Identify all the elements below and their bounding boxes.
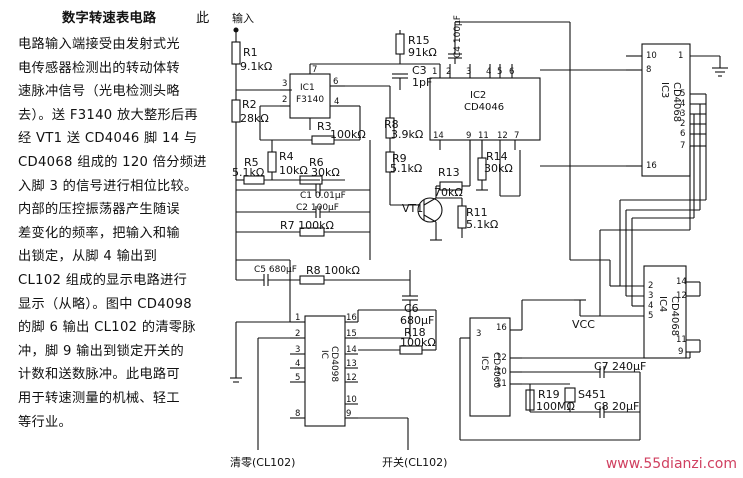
- icd-section: [230, 259, 437, 450]
- r7-resistor: [299, 227, 325, 237]
- description-line: 去）。送 F3140 放大整形后再: [18, 107, 198, 123]
- description-line: 的脚 6 输出 CL102 的清零脉: [18, 320, 196, 336]
- input-section: 输入: [231, 11, 400, 260]
- r5-resistor: [243, 175, 265, 185]
- ic5-box: [469, 317, 511, 417]
- ic1-box: [289, 73, 331, 119]
- r9-resistor: [385, 151, 395, 173]
- ic4-section: [570, 259, 701, 359]
- r1-resistor: [231, 41, 241, 65]
- description-line: 内部的压控振荡器产生随误: [18, 202, 180, 218]
- description-line: 显示（从略）。图中 CD4098: [18, 296, 193, 312]
- description-title: 数字转速表电路: [62, 11, 157, 26]
- vt1-transistor: [417, 197, 443, 223]
- description-line: 入脚 3 的信号进行相位比较。: [18, 178, 198, 194]
- ic2-box: [429, 77, 541, 141]
- r15-resistor: [395, 33, 405, 55]
- description-line: 等行业。: [18, 414, 72, 430]
- r2-resistor: [231, 99, 241, 123]
- description-line: 出锁定，从脚 4 输出到: [18, 249, 158, 265]
- input-label: 输入: [232, 11, 254, 25]
- r19-resistor: [525, 389, 535, 411]
- ic4-box: [643, 265, 687, 359]
- r11-resistor: [457, 205, 467, 229]
- ic3-box: [641, 43, 691, 177]
- description-line: 差变化的频率，把输入和输: [18, 225, 180, 241]
- r3-resistor: [311, 135, 335, 145]
- description-line: 计数和送数脉冲。此电路可: [18, 367, 180, 383]
- description-title-suffix: 此: [196, 11, 210, 26]
- description-panel: 数字转速表电路 此电路输入端接受由发射式光电传感器检测出的转动体转速脉冲信号（光电…: [0, 0, 226, 478]
- watermark: www.55dianzi.com: [605, 456, 737, 472]
- r8b-resistor: [385, 117, 395, 139]
- r8-resistor: [299, 275, 325, 285]
- icd-box: [304, 315, 346, 427]
- description-line: CL102 组成的显示电路进行: [18, 273, 188, 288]
- description-line: 电路输入端接受由发射式光: [18, 37, 180, 52]
- crystal: [564, 387, 576, 403]
- r13-resistor: [439, 181, 463, 191]
- description-line: 速脉冲信号（光电检测头略: [18, 84, 180, 100]
- description-line: 电传感器检测出的转动体转: [18, 60, 180, 76]
- r18-resistor: [399, 345, 423, 355]
- r4-resistor: [267, 151, 277, 173]
- description-line: 用于转速测量的机械、轻工: [18, 391, 180, 406]
- description-line: 经 VT1 送 CD4046 脚 14 与: [18, 131, 198, 147]
- description-line: 冲，脚 9 输出到锁定开关的: [18, 343, 185, 359]
- transistor-section: [345, 85, 488, 241]
- ic2-section: [392, 21, 571, 260]
- description-line: CD4068 组成的 120 倍分频进: [18, 155, 207, 170]
- ic5-section: [459, 299, 691, 441]
- ic3-section: [540, 43, 728, 316]
- r14-resistor: [477, 157, 487, 181]
